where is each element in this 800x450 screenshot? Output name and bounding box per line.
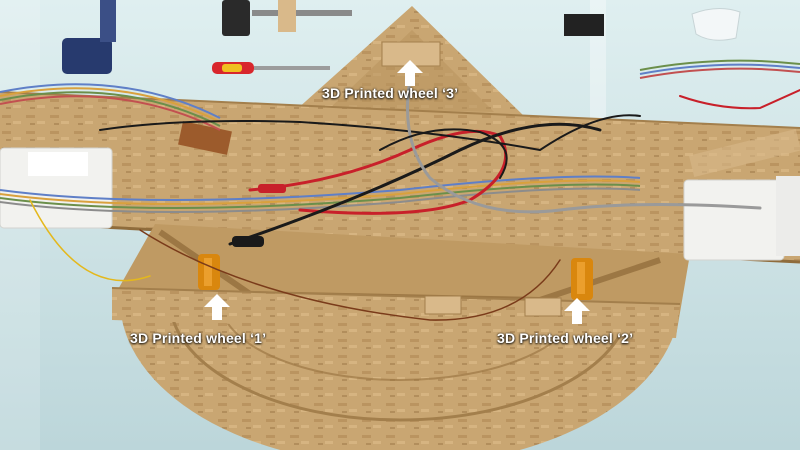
blue-device (62, 38, 112, 74)
base-semicircle (120, 300, 680, 450)
arrow-up-icon (397, 60, 423, 86)
wheel-1-label: 3D Printed wheel ‘1’ (130, 330, 267, 346)
threaded-rod (252, 10, 352, 16)
wheel-2-label: 3D Printed wheel ‘2’ (497, 330, 634, 346)
wheel-3-label: 3D Printed wheel ‘3’ (322, 85, 459, 101)
plastic-part (691, 8, 741, 41)
ribbon-cables (0, 59, 800, 213)
arrow-up-icon (564, 298, 590, 324)
circuit-board (564, 14, 604, 36)
stepper-motor (222, 0, 250, 36)
arrow-up-icon (204, 294, 230, 320)
loose-wires (29, 78, 800, 321)
white-mount-right (683, 179, 785, 261)
